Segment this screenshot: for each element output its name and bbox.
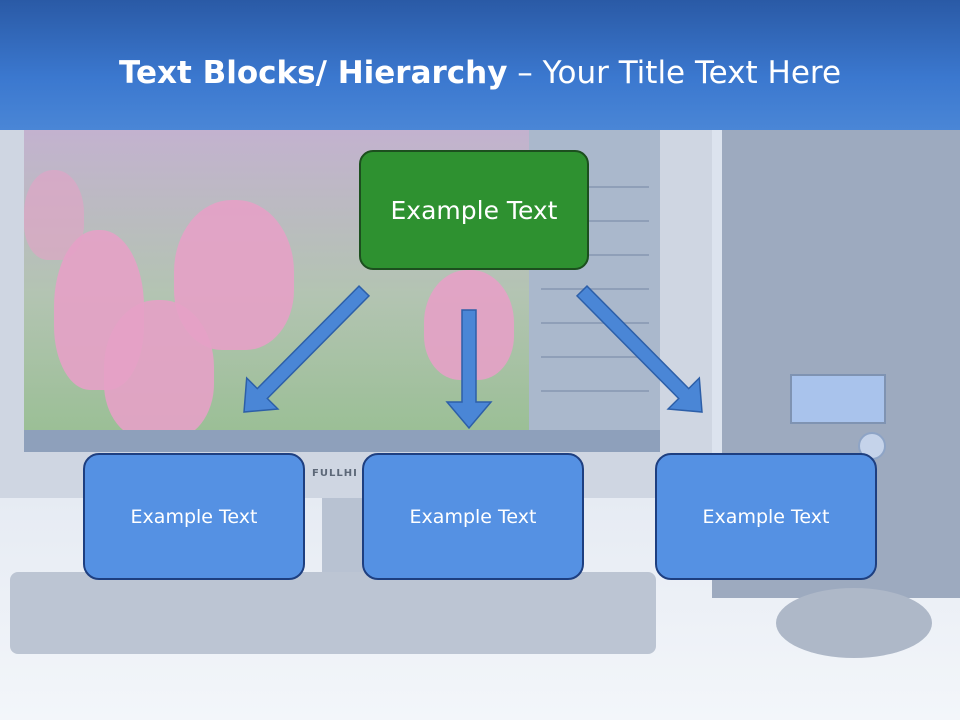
slide-title: Text Blocks/ Hierarchy – Your Title Text… <box>0 55 960 91</box>
taskbar <box>24 430 660 452</box>
tulip-shape <box>424 270 514 380</box>
child-box-3[interactable]: Example Text <box>655 453 877 580</box>
child-box-2[interactable]: Example Text <box>362 453 584 580</box>
child-box-1[interactable]: Example Text <box>83 453 305 580</box>
tulip-shape <box>104 300 214 440</box>
child-box-label: Example Text <box>130 505 258 528</box>
tower-edge <box>712 118 722 458</box>
keyboard <box>10 572 656 654</box>
title-bar: Text Blocks/ Hierarchy – Your Title Text… <box>0 0 960 130</box>
child-box-label: Example Text <box>702 505 830 528</box>
title-normal-part: – Your Title Text Here <box>507 55 842 91</box>
title-bold-part: Text Blocks/ Hierarchy <box>118 55 508 91</box>
tulip-shape <box>24 170 84 260</box>
monitor-brand-text: FULLHI <box>312 468 358 479</box>
mouse <box>776 588 932 658</box>
tower-display <box>790 374 886 424</box>
child-box-label: Example Text <box>409 505 537 528</box>
top-box-label: Example Text <box>390 195 558 225</box>
top-box[interactable]: Example Text <box>359 150 589 270</box>
